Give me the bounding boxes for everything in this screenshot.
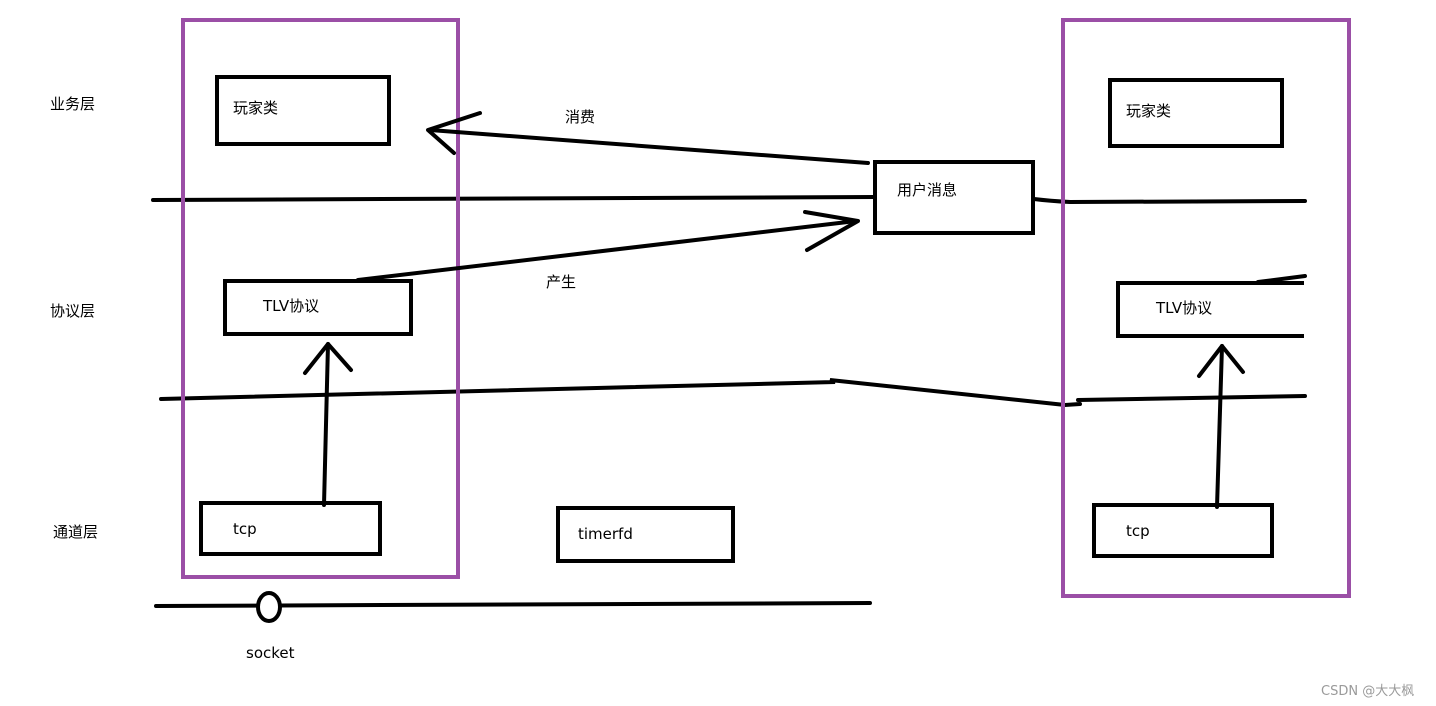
socket-circle [256, 591, 282, 623]
right-tcp-to-tlv-arrow-head [1197, 344, 1245, 378]
left-endpoint-frame [181, 18, 460, 579]
left-tcp-to-tlv-arrow-head [303, 342, 353, 375]
layer-label-protocol: 协议层 [50, 302, 95, 320]
left-tlv-box [223, 279, 413, 336]
socket-label: socket [246, 644, 295, 662]
left-player-box [215, 75, 391, 146]
consume-label: 消费 [565, 108, 595, 126]
watermark: CSDN @大大枫 [1321, 684, 1414, 699]
right-endpoint-frame [1061, 18, 1351, 598]
right-tcp-box [1092, 503, 1274, 558]
produce-arrow-line [356, 219, 858, 282]
consume-arrow-head [426, 111, 482, 155]
divider-protocol-channel-right [1076, 394, 1307, 402]
right-tlv-box [1116, 281, 1304, 338]
right-tlv-stub-line [1256, 274, 1307, 284]
left-tcp-label: tcp [233, 520, 257, 538]
right-player-box [1108, 78, 1284, 148]
divider-protocol-channel [159, 378, 1082, 408]
left-tlv-label: TLV协议 [262, 297, 319, 315]
right-tcp-label: tcp [1126, 522, 1150, 540]
left-player-label: 玩家类 [233, 99, 278, 117]
divider-business-protocol-right [1032, 197, 1307, 205]
divider-business-protocol-left [151, 195, 877, 202]
layer-label-channel: 通道层 [53, 523, 98, 541]
left-tcp-to-tlv-arrow-line [322, 342, 330, 507]
right-tlv-label: TLV协议 [1155, 299, 1212, 317]
arrows [303, 111, 1307, 509]
left-tcp-box [199, 501, 382, 556]
produce-label: 产生 [546, 273, 576, 291]
layer-label-business: 业务层 [50, 95, 95, 113]
right-player-label: 玩家类 [1126, 102, 1171, 120]
right-tcp-to-tlv-arrow-line [1215, 344, 1224, 509]
timerfd-label: timerfd [578, 525, 633, 543]
timerfd-box [556, 506, 735, 563]
user-message-label: 用户消息 [897, 181, 957, 199]
consume-arrow-line [428, 128, 870, 165]
user-message-box [873, 160, 1035, 235]
produce-arrow-head [803, 210, 860, 252]
component-boxes [199, 75, 1304, 563]
